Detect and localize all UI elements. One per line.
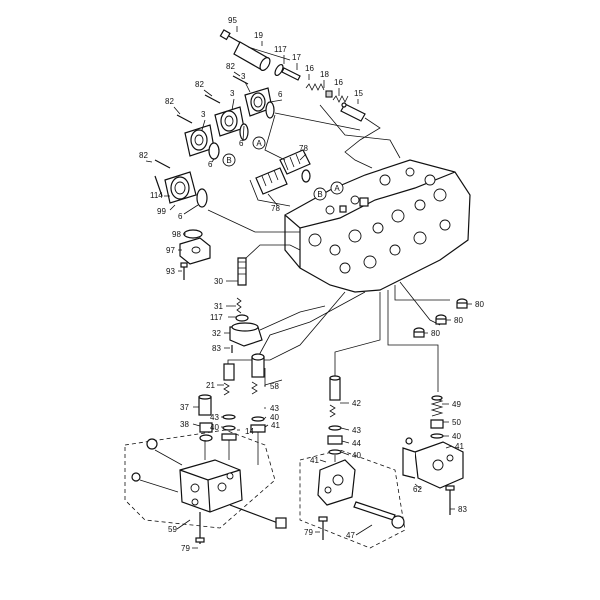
callout-6: 6 [239,139,244,148]
callout-79: 79 [304,528,313,537]
callout-30: 30 [214,277,223,286]
callout-82: 82 [195,80,204,89]
callout-18: 18 [320,70,329,79]
callout-82: 82 [165,97,174,106]
tag-b-upper: B [226,156,231,165]
tag-a-lower: A [334,184,340,193]
center-stack [229,244,326,353]
callout-44: 44 [352,439,361,448]
callout-59: 59 [168,525,177,534]
callout-117: 117 [274,45,287,54]
callout-17: 17 [292,53,301,62]
callout-32: 32 [212,329,221,338]
callout-83: 83 [212,344,221,353]
callout-3: 3 [241,72,246,81]
callout-16: 16 [334,78,343,87]
callout-49: 49 [452,400,461,409]
callout-80: 80 [475,300,484,309]
valve-block-62 [402,395,464,515]
callout-79: 79 [181,544,190,553]
callout-43: 43 [270,404,279,413]
plugs-80 [413,298,468,338]
callout-6: 6 [208,160,213,169]
callout-83: 83 [458,505,467,514]
callout-50: 50 [452,418,461,427]
callout-99: 99 [157,207,166,216]
callout-21: 21 [206,381,215,390]
callout-40: 40 [270,413,279,422]
callout-82: 82 [139,151,148,160]
cover-97-group [179,229,211,280]
main-valve-body [284,159,471,293]
callout-6: 6 [278,90,283,99]
callout-93: 93 [166,267,175,276]
callout-95: 95 [228,16,237,25]
callout-78: 78 [271,204,280,213]
callout-82: 82 [226,62,235,71]
valve-block-59 [124,353,287,544]
callout-42: 42 [352,399,361,408]
callout-15: 15 [354,89,363,98]
solenoid-assembly [219,29,366,122]
tag-a-upper: A [256,139,262,148]
callout-40: 40 [452,432,461,441]
callout-3: 3 [230,89,235,98]
callout-40: 40 [352,451,361,460]
callout-19: 19 [254,31,263,40]
spools-78 [255,149,311,195]
leader-lines-top [207,46,401,233]
callout-43: 43 [210,413,219,422]
tag-b-lower: B [317,190,322,199]
callout-16: 16 [305,64,314,73]
flange-covers [154,75,275,208]
callout-80: 80 [431,329,440,338]
callout-43: 43 [352,426,361,435]
callout-58: 58 [270,382,279,391]
callout-40: 40 [210,423,219,432]
callout-78: 78 [299,144,308,153]
callout-117: 117 [210,313,223,322]
callout-labels: 95 19 117 17 16 18 16 15 82 3 6 82 3 82 … [139,16,484,553]
callout-41: 41 [455,442,464,451]
callout-98: 98 [172,230,181,239]
callout-97: 97 [166,246,175,255]
callout-38: 38 [180,420,189,429]
callout-6: 6 [178,212,183,221]
callout-37: 37 [180,403,189,412]
callout-31: 31 [214,302,223,311]
callout-47: 47 [346,531,355,540]
circle-tags: A B A B [222,136,344,201]
callout-80: 80 [454,316,463,325]
callout-62: 62 [413,485,422,494]
callout-41: 41 [310,456,319,465]
callout-3: 3 [201,110,206,119]
callout-14: 14 [245,427,254,436]
callout-41: 41 [271,421,280,430]
callout-leaders [145,26,472,549]
callout-114: 114 [150,191,163,200]
